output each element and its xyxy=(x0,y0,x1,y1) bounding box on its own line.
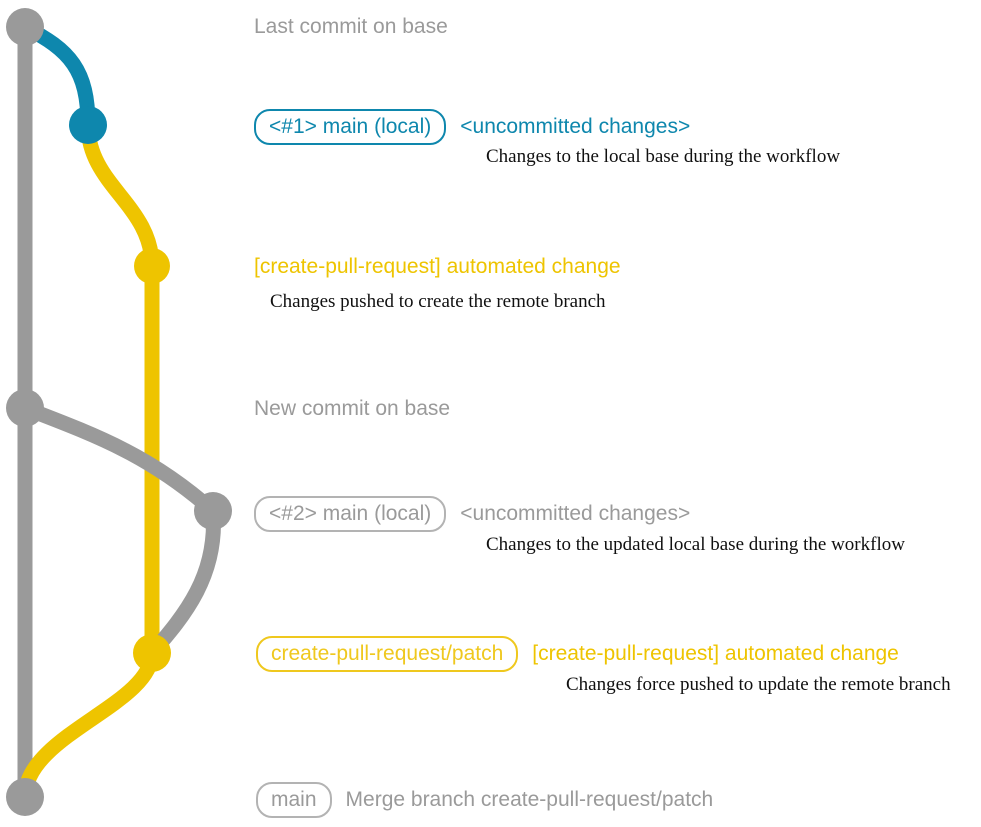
node-merge-commit-main[interactable] xyxy=(6,778,44,816)
entry-merge-commit-main: main Merge branch create-pull-request/pa… xyxy=(256,782,713,818)
subtitle-automated-change-1: Changes pushed to create the remote bran… xyxy=(270,291,606,312)
branch-pill-create-pull-request-patch[interactable]: create-pull-request/patch xyxy=(256,636,519,672)
entry-local-main-2: <#2> main (local) <uncommitted changes> xyxy=(254,496,690,532)
node-last-commit-on-base[interactable] xyxy=(6,8,44,46)
branch-pill-local-main-1[interactable]: <#1> main (local) xyxy=(254,109,447,145)
subtitle-automated-change-2: Changes force pushed to update the remot… xyxy=(566,674,951,695)
node-new-commit-on-base[interactable] xyxy=(6,389,44,427)
headline-last-commit-on-base: Last commit on base xyxy=(254,15,448,38)
headline-automated-change-2: [create-pull-request] automated change xyxy=(532,642,899,665)
subtitle-local-main-1: Changes to the local base during the wor… xyxy=(486,146,841,167)
yellow-merge-line xyxy=(17,645,160,805)
entry-new-commit-on-base: New commit on base xyxy=(254,398,450,419)
headline-local-main-1: <uncommitted changes> xyxy=(460,115,691,138)
subtitle-local-main-2: Changes to the updated local base during… xyxy=(486,534,905,555)
node-local-main-1[interactable] xyxy=(69,106,107,144)
yellow-branch-line xyxy=(80,117,160,661)
node-automated-change-1[interactable] xyxy=(134,248,170,284)
entry-automated-change-2: create-pull-request/patch [create-pull-r… xyxy=(256,636,899,672)
headline-merge-commit-main: Merge branch create-pull-request/patch xyxy=(345,788,714,811)
headline-automated-change-1: [create-pull-request] automated change xyxy=(254,255,621,278)
entry-last-commit-on-base: Last commit on base xyxy=(254,16,448,37)
gray-branch-line xyxy=(17,400,221,519)
node-automated-change-2[interactable] xyxy=(133,634,171,672)
branch-pill-main[interactable]: main xyxy=(256,782,332,818)
headline-new-commit-on-base: New commit on base xyxy=(254,397,451,420)
entry-automated-change-1: [create-pull-request] automated change xyxy=(254,256,621,277)
headline-local-main-2: <uncommitted changes> xyxy=(460,502,691,525)
entry-local-main-1: <#1> main (local) <uncommitted changes> xyxy=(254,109,690,145)
gray-branch-down-line xyxy=(144,503,221,661)
node-local-main-2[interactable] xyxy=(194,492,232,530)
branch-pill-local-main-2[interactable]: <#2> main (local) xyxy=(254,496,447,532)
